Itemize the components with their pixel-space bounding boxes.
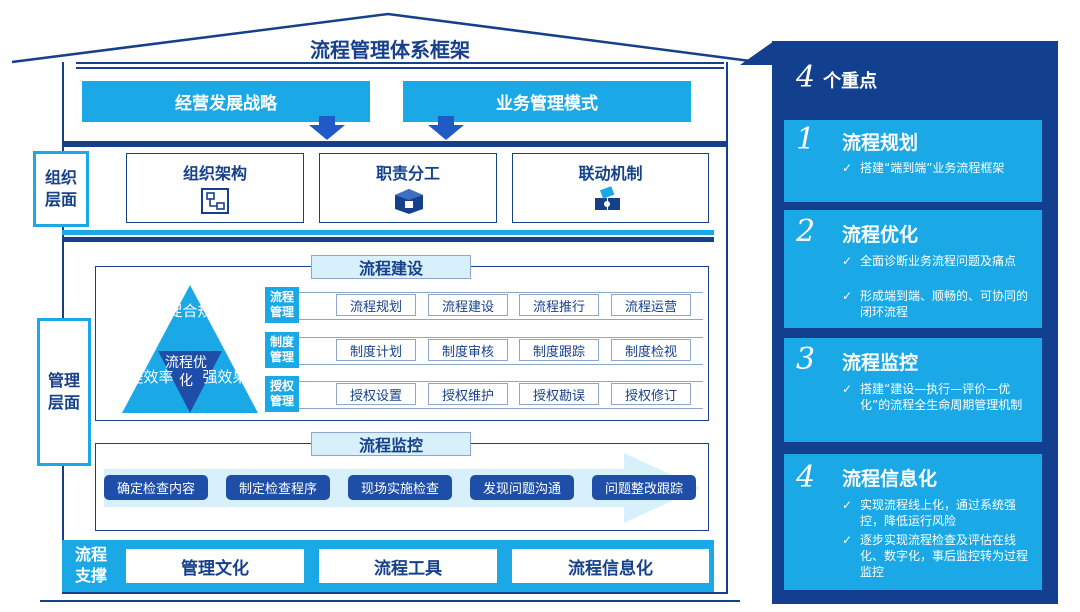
row-band (299, 292, 703, 320)
focus-num-1: 1 (796, 122, 816, 157)
row-band (299, 381, 703, 409)
puzzle-icon (595, 186, 620, 210)
cell-policy-review: 制度审核 (428, 339, 508, 361)
step-define-content: 确定检查内容 (104, 475, 208, 500)
row-band (299, 337, 703, 365)
focus-card-3 (784, 338, 1042, 442)
row-tab-auth: 授权管理 (265, 376, 299, 412)
focus-title-suffix: 个重点 (823, 71, 878, 92)
cell-auth-maintain: 授权维护 (428, 383, 508, 405)
focus-card-2 (784, 210, 1042, 328)
org-divider-bottom (62, 237, 714, 242)
support-it: 流程信息化 (512, 549, 709, 583)
build-title: 流程建设 (358, 259, 423, 278)
cell-policy-inspect: 制度检视 (611, 339, 691, 361)
down-arrow-icon (309, 116, 345, 140)
title-rule-2 (76, 67, 724, 69)
focus-title-1: 流程规划 (842, 132, 919, 154)
focus-card-4 (784, 454, 1042, 590)
cell-auth-correct: 授权勘误 (519, 383, 599, 405)
ground-line (40, 600, 740, 602)
org-level-label: 组织层面 (33, 151, 89, 227)
triangle-top-label: 促合规 (167, 302, 213, 320)
down-arrow-icon (428, 116, 464, 140)
focus-card-1 (784, 120, 1042, 202)
cell-policy-plan: 制度计划 (336, 339, 416, 361)
triangle-diagram (122, 285, 258, 413)
strategy-business: 经营发展战略 (82, 81, 370, 122)
step-onsite-check: 现场实施检查 (348, 475, 452, 500)
row-tab-policy: 制度管理 (265, 332, 299, 368)
support-tools: 流程工具 (319, 549, 497, 583)
cell-process-rollout: 流程推行 (519, 294, 599, 316)
focus-title-3: 流程监控 (842, 352, 919, 374)
focus-num-2: 2 (796, 214, 816, 249)
org-divider-top (62, 230, 714, 235)
focus-bullet: ✓搭建“端到端”业务流程框架 (842, 161, 1005, 175)
focus-num-4: 4 (796, 460, 816, 495)
panel-wedge (740, 41, 774, 65)
cell-auth-revise: 授权修订 (611, 383, 691, 405)
linkage-card: 联动机制 (512, 153, 709, 223)
responsibility-card: 职责分工 (319, 153, 497, 223)
linkage-label: 联动机制 (578, 164, 643, 183)
org-structure-card: 组织架构 (126, 153, 304, 223)
cell-policy-track: 制度跟踪 (519, 339, 599, 361)
box-icon (395, 189, 423, 214)
focus-title-2: 流程优化 (842, 224, 919, 246)
cell-auth-set: 授权设置 (336, 383, 416, 405)
focus-count: 4 (796, 60, 816, 95)
triangle-left-label: 提效率 (128, 368, 174, 386)
cell-process-build: 流程建设 (428, 294, 508, 316)
strategy-divider (62, 141, 728, 147)
step-rectify-track: 问题整改跟踪 (592, 475, 696, 500)
strategy-mode: 业务管理模式 (403, 81, 691, 122)
step-make-procedure: 制定检查程序 (226, 475, 330, 500)
focus-header: 4 个重点 (796, 60, 877, 96)
cell-process-plan: 流程规划 (336, 294, 416, 316)
row-tab-process: 流程管理 (265, 287, 299, 323)
org-chart-icon (201, 188, 229, 214)
monitor-title-tab: 流程监控 (311, 432, 471, 456)
responsibility-label: 职责分工 (375, 164, 440, 183)
support-label: 流程支撑 (74, 545, 107, 585)
build-title-tab: 流程建设 (311, 255, 471, 279)
triangle-right-label: 强效果 (202, 368, 248, 386)
org-structure-label: 组织架构 (182, 164, 247, 183)
cell-process-ops: 流程运营 (611, 294, 691, 316)
monitor-title: 流程监控 (358, 436, 423, 455)
step-issue-comm: 发现问题沟通 (470, 475, 574, 500)
focus-bullet: ✓全面诊断业务流程问题及痛点 (842, 254, 1017, 268)
roof (11, 12, 759, 64)
mgmt-level-label: 管理层面 (37, 318, 91, 466)
focus-bullet: ✓实现流程线上化，通过系统强控，降低运行风险 (842, 498, 1017, 528)
focus-title-4: 流程信息化 (842, 468, 938, 490)
focus-bullet: ✓搭建“建设—执行—评价—优化”的流程全生命周期管理机制 (842, 382, 1023, 412)
focus-num-3: 3 (796, 342, 816, 377)
focus-bullet: ✓逐步实现流程检查及评估在线化、数字化，事后监控转为过程监控 (842, 533, 1029, 579)
support-culture: 管理文化 (126, 549, 304, 583)
focus-bullet: ✓形成端到端、顺畅的、可协同的闭环流程 (842, 289, 1029, 319)
title-rule-1 (76, 62, 724, 64)
page-title: 流程管理体系框架 (310, 38, 470, 62)
triangle-center-label: 流程优化 (165, 355, 207, 389)
